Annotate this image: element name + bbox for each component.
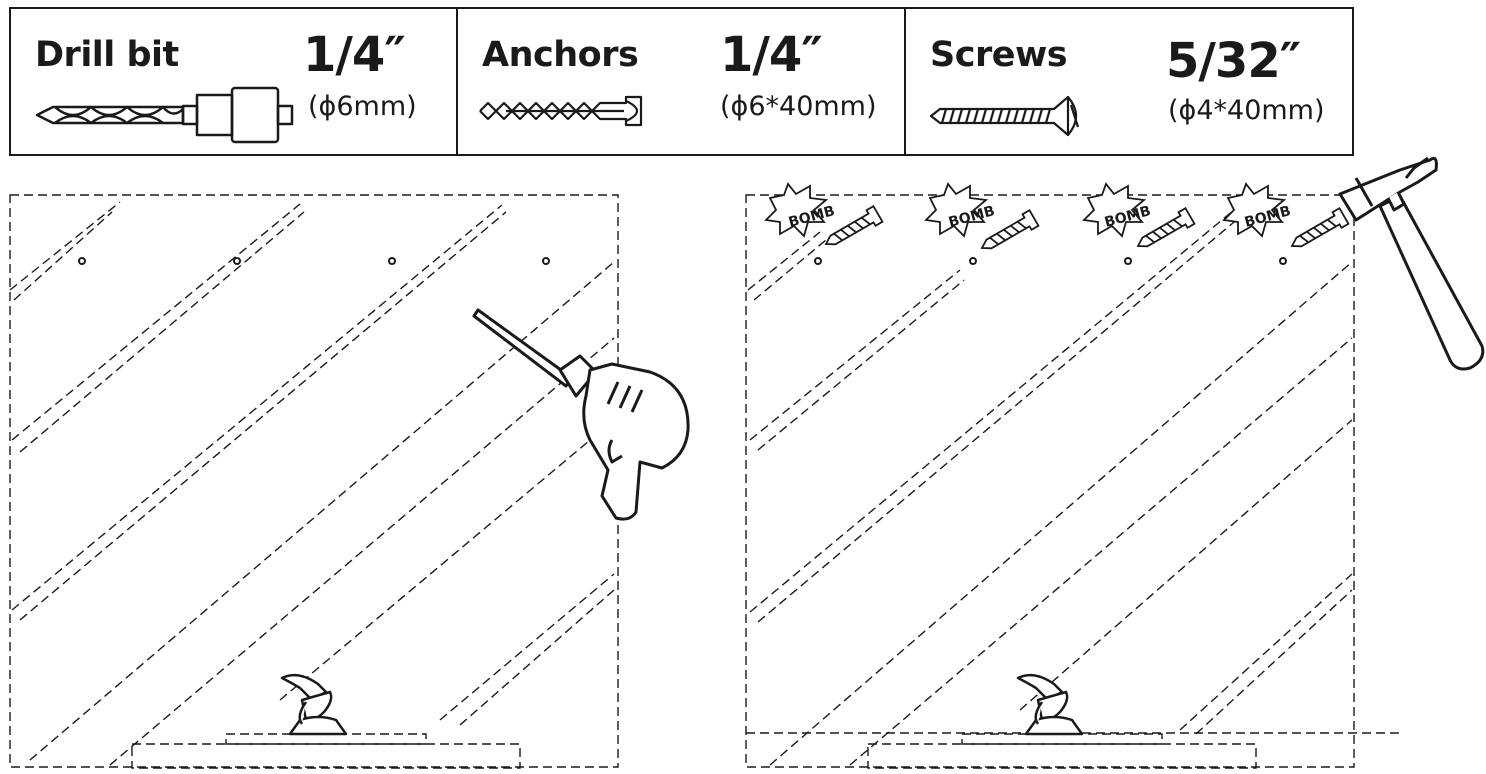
- drill-bit-label: Drill bit: [35, 35, 179, 75]
- drill-holes: [78, 257, 550, 265]
- wall-outline: [9, 194, 619, 768]
- vanity-outline-right: [867, 743, 1257, 769]
- drill-bit-spec-panel: Drill bit 1/4″ (ϕ6mm): [9, 7, 458, 156]
- drill-bit-icon: [35, 86, 294, 144]
- screws-spec-panel: Screws 5/32″ (ϕ4*40mm): [904, 7, 1354, 156]
- screws-metric: (ϕ4*40mm): [1168, 95, 1325, 126]
- mirror-glare-lines: [9, 201, 615, 766]
- counter-top-outline: [225, 733, 427, 745]
- faucet-icon-right: [1016, 673, 1084, 736]
- drilling-step-panel: [9, 194, 690, 769]
- drill-holes-right: [814, 257, 1287, 265]
- wall-outline-right: [745, 194, 1355, 768]
- anchor-step-panel: BOMB BOMB BOMB BOMB: [745, 156, 1485, 769]
- anchor-impact-2: BOMB: [924, 182, 1040, 250]
- mirror-glare-lines-right: [747, 204, 1353, 766]
- screws-size: 5/32″: [1166, 33, 1301, 89]
- drill-bit-size: 1/4″: [303, 27, 406, 83]
- anchors-size: 1/4″: [720, 27, 823, 83]
- drill-bit-metric: (ϕ6mm): [308, 91, 417, 122]
- screws-label: Screws: [930, 35, 1068, 75]
- vanity-outline: [131, 743, 521, 769]
- wall-anchor-icon: [479, 95, 643, 127]
- screw-icon: [929, 95, 1080, 137]
- power-drill-icon: [472, 308, 690, 521]
- anchors-label: Anchors: [482, 35, 639, 75]
- counter-top-outline-right: [961, 733, 1163, 745]
- anchors-spec-panel: Anchors 1/4″ (ϕ6*40mm): [456, 7, 906, 156]
- hammer-icon: [1338, 156, 1485, 371]
- faucet-icon: [280, 673, 348, 736]
- anchors-metric: (ϕ6*40mm): [720, 91, 877, 122]
